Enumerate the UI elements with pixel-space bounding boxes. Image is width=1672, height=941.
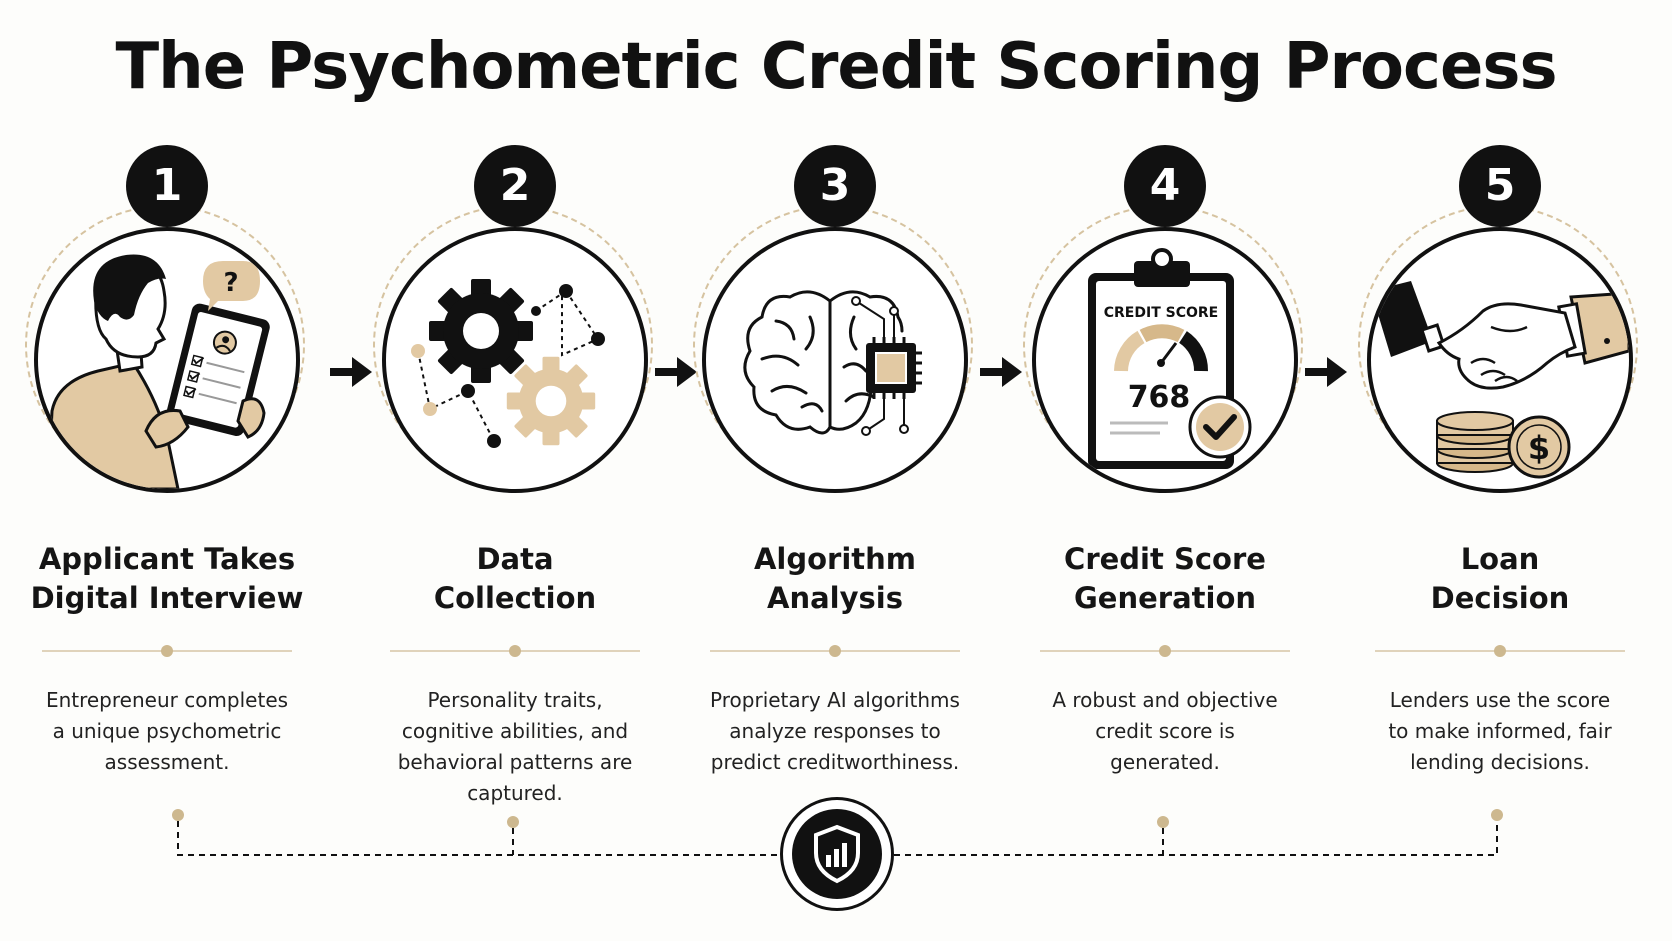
- svg-text:?: ?: [223, 268, 238, 298]
- shield-chart-icon: [780, 797, 894, 911]
- arrow-right-icon: [980, 355, 1024, 389]
- svg-text:$: $: [1528, 429, 1550, 467]
- step-number-badge: 2: [474, 145, 556, 227]
- divider: [390, 645, 640, 657]
- step-title: Applicant Takes Digital Interview: [30, 542, 304, 615]
- arrow-right-icon: [655, 355, 699, 389]
- page-title: The Psychometric Credit Scoring Process: [115, 30, 1557, 104]
- divider: [1040, 645, 1290, 657]
- divider: [1375, 645, 1625, 657]
- svg-text:CREDIT SCORE: CREDIT SCORE: [1104, 305, 1218, 321]
- step-number-badge: 5: [1459, 145, 1541, 227]
- divider: [42, 645, 292, 657]
- step-number-badge: 1: [126, 145, 208, 227]
- brain-chip-icon: [702, 227, 968, 493]
- step-title: Loan Decision: [1430, 542, 1570, 615]
- bottom-connector: [172, 809, 1503, 856]
- arrow-right-icon: [330, 355, 374, 389]
- clipboard-score-icon: CREDIT SCORE 768: [1032, 227, 1298, 493]
- step-title: Data Collection: [433, 542, 597, 615]
- svg-text:768: 768: [1128, 380, 1191, 415]
- handshake-coins-icon: $: [1367, 227, 1633, 493]
- step-description: Personality traits, cognitive abilities,…: [397, 688, 633, 805]
- step-description: Lenders use the score to make informed, …: [1388, 688, 1612, 774]
- step-number-badge: 3: [794, 145, 876, 227]
- step-description: Entrepreneur completes a unique psychome…: [45, 688, 289, 774]
- person-with-tablet-icon: ?: [34, 227, 300, 493]
- divider: [710, 645, 960, 657]
- arrow-right-icon: [1305, 355, 1349, 389]
- step-description: A robust and objective credit score is g…: [1052, 688, 1278, 774]
- step-number-badge: 4: [1124, 145, 1206, 227]
- step-description: Proprietary AI algorithms analyze respon…: [710, 688, 960, 774]
- step-title: Credit Score Generation: [1064, 542, 1266, 615]
- gears-network-icon: [382, 227, 648, 493]
- step-title: Algorithm Analysis: [753, 542, 917, 615]
